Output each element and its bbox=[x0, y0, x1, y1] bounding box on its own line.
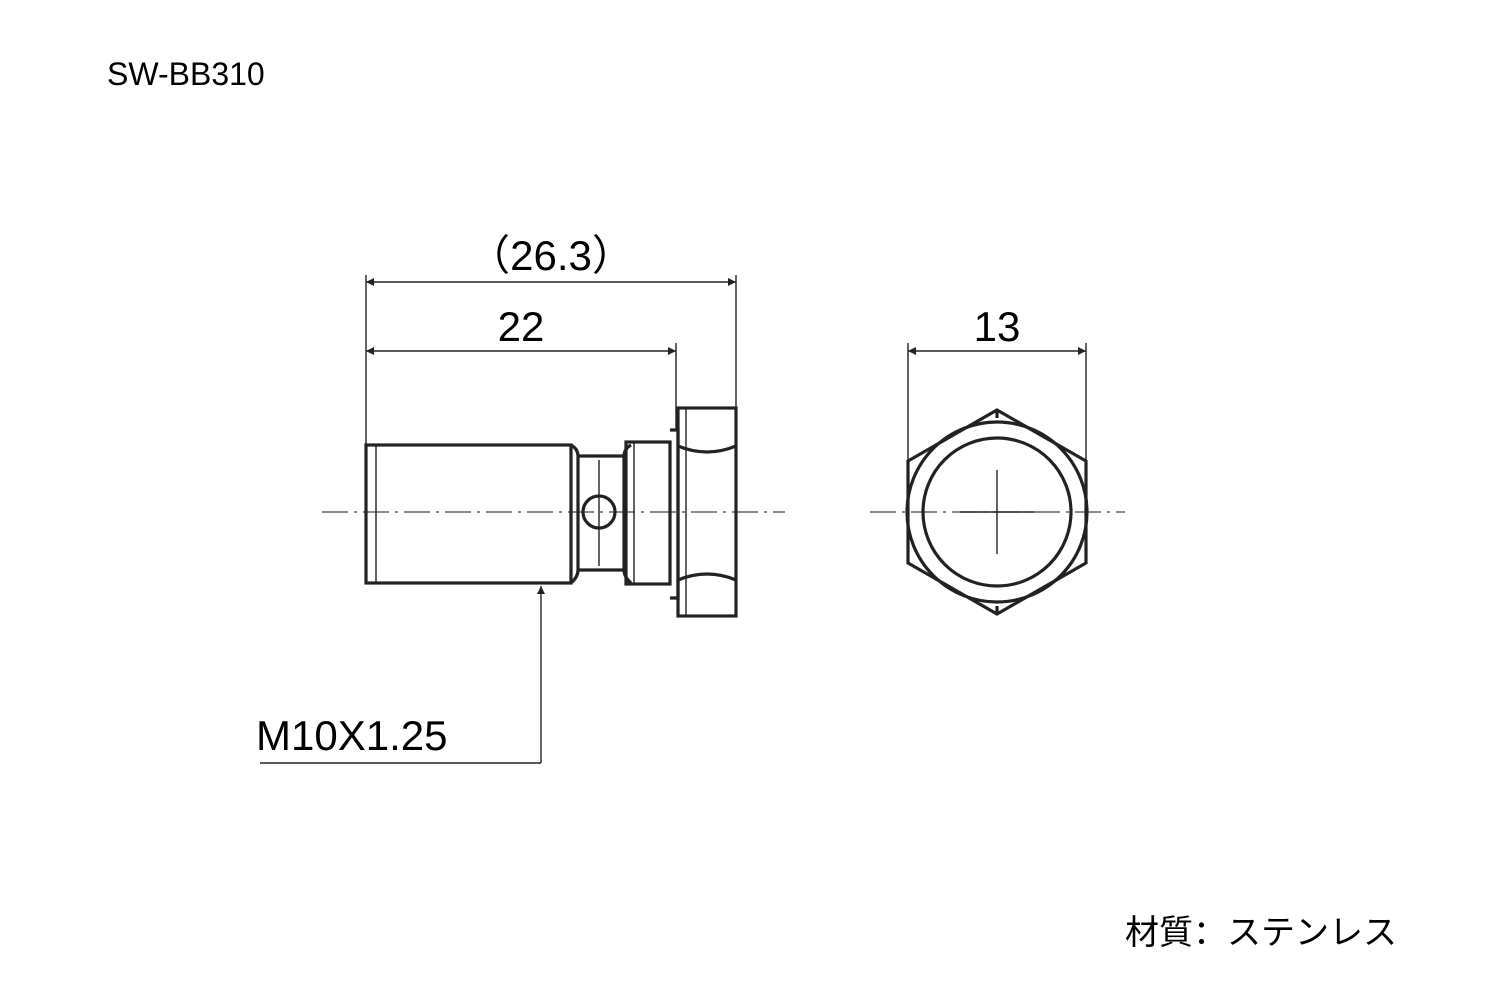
bore-face-circle bbox=[921, 436, 1073, 588]
dim-shank-length: 22 bbox=[498, 303, 545, 350]
hex-chamfer-circle bbox=[905, 420, 1089, 604]
hex-flat-arc-bottom bbox=[677, 572, 737, 582]
dimension-hex-width: 13 bbox=[907, 303, 1087, 461]
thread-spec: M10X1.25 bbox=[256, 712, 447, 759]
dimension-overall-length: （26.3） bbox=[365, 232, 737, 445]
collar bbox=[624, 440, 672, 586]
material-note: 材質：ステンレス bbox=[1125, 913, 1397, 953]
hex-head-side bbox=[676, 406, 738, 618]
side-view bbox=[322, 406, 785, 618]
hex-flat-arc-top bbox=[677, 444, 737, 454]
threaded-shank bbox=[364, 443, 573, 585]
dimension-shank-length: 22 bbox=[366, 303, 677, 430]
thread-callout: M10X1.25 bbox=[256, 586, 545, 764]
neck-left bbox=[569, 443, 580, 585]
dim-hex-width: 13 bbox=[974, 303, 1021, 350]
dim-overall-length: （26.3） bbox=[468, 232, 634, 279]
part-number: SW-BB310 bbox=[107, 56, 265, 92]
